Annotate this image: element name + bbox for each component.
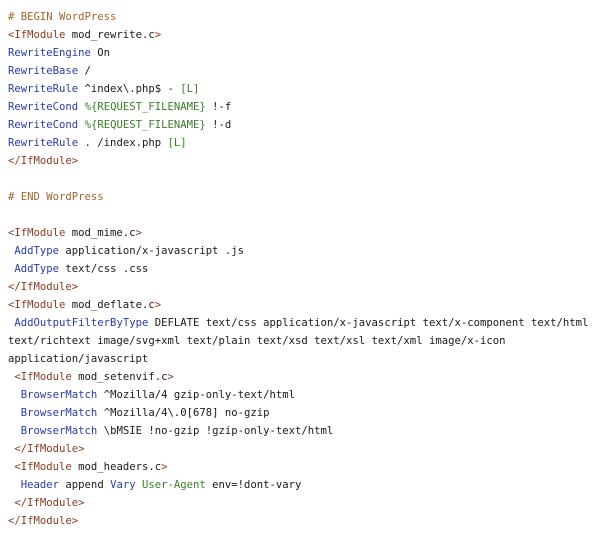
code-token-tag: <IfModule [8, 227, 66, 239]
code-token-tag: </IfModule> [8, 281, 79, 293]
code-line: <IfModule mod_setenvif.c> [8, 368, 600, 386]
code-line: BrowserMatch ^Mozilla/4\.0[678] no-gzip [8, 404, 600, 422]
code-token-text: / [78, 65, 91, 77]
code-token-text [8, 479, 21, 491]
code-token-text: ^index\.php$ - [78, 83, 181, 95]
code-token-dir: RewriteBase [8, 65, 79, 77]
code-token-comment: # BEGIN WordPress [8, 11, 117, 23]
code-token-text: \bMSIE !no-gzip !gzip-only-text/html [97, 425, 334, 437]
code-line: <IfModule mod_headers.c> [8, 458, 600, 476]
code-token-tag: <IfModule [14, 371, 72, 383]
code-line: <IfModule mod_deflate.c> [8, 296, 600, 314]
code-token-tag: > [154, 299, 162, 311]
code-line: RewriteRule . /index.php [L] [8, 134, 600, 152]
code-line: <IfModule mod_mime.c> [8, 224, 600, 242]
code-token-text: . /index.php [78, 137, 168, 149]
code-token-dir: RewriteCond [8, 101, 79, 113]
code-line [8, 170, 600, 188]
code-token-tag: <IfModule [8, 29, 66, 41]
code-line: BrowserMatch \bMSIE !no-gzip !gzip-only-… [8, 422, 600, 440]
code-line: AddType application/x-javascript .js [8, 242, 600, 260]
code-token-text: text/css .css [59, 263, 149, 275]
code-token-dir: RewriteRule [8, 83, 79, 95]
code-token-tag: > [135, 227, 142, 239]
code-token-dir: Header [20, 479, 60, 491]
code-line: </IfModule> [8, 512, 600, 530]
code-token-text: mod_headers.c [71, 461, 162, 473]
code-token-comment: # END WordPress [8, 191, 104, 203]
code-token-text: mod_setenvif.c [71, 371, 168, 383]
code-token-dir: AddType [14, 263, 60, 275]
code-token-text: ^Mozilla/4\.0[678] no-gzip [97, 407, 270, 419]
code-line: BrowserMatch ^Mozilla/4 gzip-only-text/h… [8, 386, 600, 404]
code-line: # BEGIN WordPress [8, 8, 600, 26]
code-token-tag: > [161, 461, 168, 473]
code-line: </IfModule> [8, 152, 600, 170]
code-token-tag: > [154, 29, 162, 41]
code-token-dir: RewriteRule [8, 137, 79, 149]
code-token-tag: </IfModule> [8, 515, 79, 527]
code-token-text: text/richtext image/svg+xml text/plain t… [8, 335, 506, 347]
code-token-text: On [90, 47, 111, 59]
code-token-text: !-f [205, 101, 232, 113]
code-token-text: env=!dont-vary [205, 479, 302, 491]
code-line: RewriteBase / [8, 62, 600, 80]
code-line: text/richtext image/svg+xml text/plain t… [8, 332, 600, 350]
code-token-dir: AddOutputFilterByType [14, 317, 149, 329]
code-line: RewriteRule ^index\.php$ - [L] [8, 80, 600, 98]
code-token-dir: BrowserMatch [20, 425, 98, 437]
code-line: RewriteEngine On [8, 44, 600, 62]
code-token-dir: BrowserMatch [20, 389, 98, 401]
code-token-dir: Vary [110, 479, 136, 491]
code-token-text: mod_deflate.c [65, 299, 155, 311]
code-token-text: append [59, 479, 111, 491]
code-line: AddOutputFilterByType DEFLATE text/css a… [8, 314, 600, 332]
code-token-tag: </IfModule> [14, 443, 85, 455]
code-token-str: User-Agent [141, 479, 206, 491]
code-token-tag: </IfModule> [8, 155, 79, 167]
code-token-text: application/javascript [8, 353, 149, 365]
code-line: # END WordPress [8, 188, 600, 206]
code-line: RewriteCond %{REQUEST_FILENAME} !-d [8, 116, 600, 134]
code-line: <IfModule mod_rewrite.c> [8, 26, 600, 44]
code-line: Header append Vary User-Agent env=!dont-… [8, 476, 600, 494]
code-line: </IfModule> [8, 278, 600, 296]
code-token-text: application/x-javascript .js [59, 245, 245, 257]
code-line [8, 206, 600, 224]
code-line: </IfModule> [8, 494, 600, 512]
code-line: </IfModule> [8, 440, 600, 458]
code-token-str: [L] [180, 83, 200, 95]
code-token-text: !-d [205, 119, 232, 131]
code-line: AddType text/css .css [8, 260, 600, 278]
code-line: application/javascript [8, 350, 600, 368]
code-token-text: mod_mime.c [65, 227, 136, 239]
code-token-text [8, 389, 21, 401]
code-token-tag: > [167, 371, 174, 383]
code-line: RewriteCond %{REQUEST_FILENAME} !-f [8, 98, 600, 116]
code-token-tag: <IfModule [8, 299, 66, 311]
code-token-dir: AddType [14, 245, 60, 257]
code-token-var: %{REQUEST_FILENAME} [84, 101, 206, 113]
code-token-dir: RewriteCond [8, 119, 79, 131]
code-token-dir: RewriteEngine [8, 47, 91, 59]
code-token-text: ^Mozilla/4 gzip-only-text/html [97, 389, 296, 401]
code-token-dir: BrowserMatch [20, 407, 98, 419]
code-token-text: mod_rewrite.c [65, 29, 155, 41]
code-token-text [8, 425, 21, 437]
code-token-text [8, 407, 21, 419]
code-token-text: DEFLATE text/css application/x-javascrip… [148, 317, 589, 329]
code-token-str: [L] [167, 137, 187, 149]
code-token-tag: </IfModule> [14, 497, 85, 509]
code-token-var: %{REQUEST_FILENAME} [84, 119, 206, 131]
code-token-tag: <IfModule [14, 461, 72, 473]
